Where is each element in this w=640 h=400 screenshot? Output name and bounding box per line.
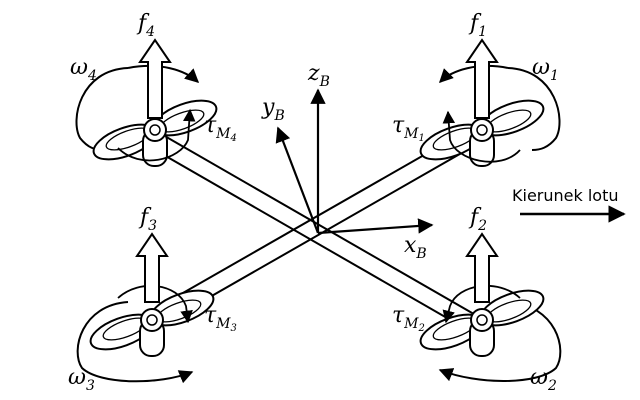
force-2-label: f2 [468, 205, 487, 234]
x-axis-label: xB [404, 233, 427, 262]
omega-4-label: ω4 [70, 55, 97, 84]
rotor-1 [415, 38, 561, 168]
torque-2-label: τM2 [392, 303, 425, 334]
torque-4-label: τM4 [204, 113, 237, 144]
omega-2-label: ω2 [530, 365, 557, 394]
torque-3-arc [117, 284, 193, 324]
rotor-2 [415, 232, 562, 382]
torque-3-label: τM3 [204, 303, 237, 334]
z-axis-label: zB [307, 61, 330, 90]
omega-1-rotation-arrow [507, 67, 561, 151]
force-3-label: f3 [138, 205, 157, 234]
x-axis-arrow [317, 218, 434, 235]
omega-1-label: ω1 [532, 55, 559, 84]
rotor-4 [75, 38, 222, 168]
rotor-3 [76, 232, 219, 384]
y-axis-arrow [275, 126, 320, 234]
torque-1-arc [442, 110, 521, 163]
omega-3-label: ω3 [68, 365, 95, 394]
arm-rotor-4-to-rotor-2 [149, 130, 487, 338]
torque-1-label: τM1 [392, 113, 425, 144]
torque-4-arc [117, 108, 196, 162]
force-3-arrow [135, 232, 169, 303]
force-1-label: f1 [468, 11, 487, 40]
omega-3-rotation-arrow [76, 301, 194, 384]
force-1-arrow [465, 38, 499, 119]
force-2-arrow [465, 232, 499, 303]
force-4-arrow [138, 38, 172, 119]
y-axis-label: yB [261, 95, 285, 124]
force-4-label: f4 [136, 11, 155, 40]
body-axes [275, 88, 434, 235]
omega-2-rotation-arrow [438, 301, 562, 382]
flight-direction-label: Kierunek lotu [512, 186, 618, 205]
